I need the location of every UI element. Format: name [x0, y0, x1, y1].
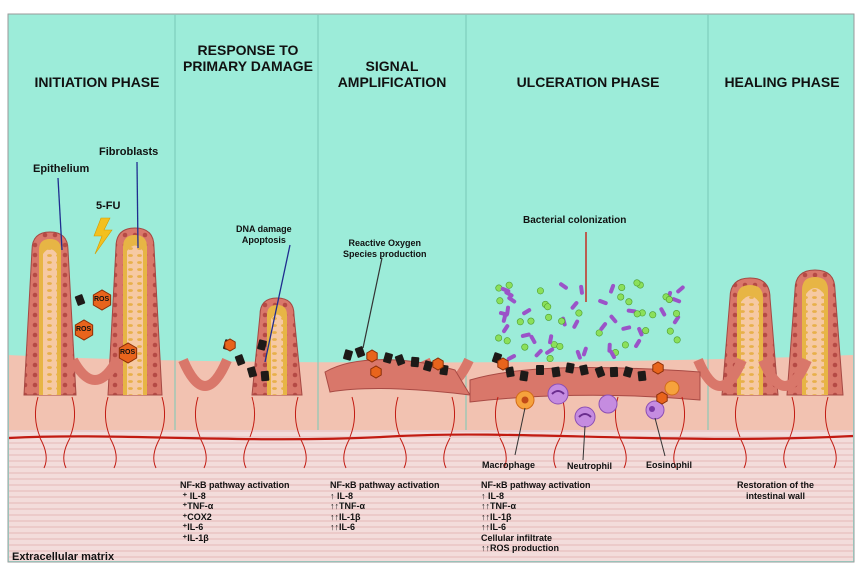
label-dna-damage: DNA damage Apoptosis	[236, 224, 292, 246]
ros-badge-label: ROS	[120, 349, 135, 356]
label-fibroblasts: Fibroblasts	[99, 146, 158, 159]
bacterium	[545, 314, 551, 320]
label-macrophage: Macrophage	[482, 460, 535, 471]
apoptotic-cell	[637, 371, 646, 382]
bacterium	[634, 311, 640, 317]
bacterium	[522, 344, 528, 350]
bacterium	[576, 310, 582, 316]
phase-title-initiation: INITIATION PHASE	[18, 74, 176, 90]
bacterium	[517, 319, 523, 325]
cytokine-list-response: NF-κB pathway activation ⁺ IL-8 ⁺TNF-α ⁺…	[180, 480, 290, 543]
macrophage-cell	[665, 381, 679, 395]
bacterium	[634, 280, 640, 286]
bacterium	[547, 355, 553, 361]
ros-badge	[498, 358, 508, 370]
phase-title-signal: SIGNAL AMPLIFICATION	[322, 58, 462, 90]
cytokine-list-amplification: NF-κB pathway activation ↑ IL-8 ↑↑TNF-α …	[330, 480, 440, 533]
bacterium	[528, 318, 534, 324]
apoptotic-cell	[610, 367, 618, 377]
apoptotic-cell	[565, 362, 575, 373]
bacterium	[674, 337, 680, 343]
bacterium	[673, 310, 679, 316]
bacterium	[497, 298, 503, 304]
neutrophil-cell	[599, 395, 617, 413]
phase-title-response: RESPONSE TO PRIMARY DAMAGE	[180, 42, 316, 74]
bacterium	[650, 312, 656, 318]
bacterium	[619, 284, 625, 290]
ros-badge	[433, 358, 443, 370]
phase-title-ulceration: ULCERATION PHASE	[470, 74, 706, 90]
bacterium	[504, 338, 510, 344]
label-epithelium: Epithelium	[33, 163, 89, 176]
bacterium	[545, 303, 551, 309]
macrophage-cell	[516, 391, 534, 409]
label-extracellular-matrix: Extracellular matrix	[12, 551, 114, 564]
bacterium	[642, 327, 648, 333]
apoptotic-cell	[261, 371, 270, 382]
bacterium	[622, 342, 628, 348]
label-eosinophil: Eosinophil	[646, 460, 692, 471]
ros-badge	[653, 362, 663, 374]
ros-badge-label: ROS	[76, 326, 91, 333]
apoptotic-cell	[411, 357, 420, 368]
bacterium	[558, 318, 564, 324]
bacterium	[537, 288, 543, 294]
bacterium	[626, 299, 632, 305]
ros-badge	[371, 366, 381, 378]
apoptotic-cell	[536, 365, 544, 375]
neutrophil-cell	[548, 384, 568, 404]
ros-badge	[657, 392, 667, 404]
apoptotic-cell	[519, 370, 528, 381]
bacterium	[506, 282, 512, 288]
phase-title-healing: HEALING PHASE	[712, 74, 852, 90]
bacterium	[495, 335, 501, 341]
ros-badge	[225, 339, 235, 351]
ros-badge	[367, 350, 377, 362]
neutrophil-cell	[575, 407, 595, 427]
bacterium	[557, 343, 563, 349]
ros-badge-label: ROS	[94, 296, 109, 303]
apoptotic-cell	[551, 366, 560, 377]
label-ros-production: Reactive Oxygen Species production	[343, 238, 427, 260]
bacterium	[667, 328, 673, 334]
label-5fu: 5-FU	[96, 200, 120, 213]
healing-note: Restoration of the intestinal wall	[737, 480, 814, 501]
label-bacterial-colonization: Bacterial colonization	[523, 215, 626, 226]
bacterium	[666, 296, 672, 302]
bacterium	[618, 294, 624, 300]
cytokine-list-ulceration: NF-κB pathway activation ↑ IL-8 ↑↑TNF-α …	[481, 480, 591, 554]
label-neutrophil: Neutrophil	[567, 461, 612, 472]
